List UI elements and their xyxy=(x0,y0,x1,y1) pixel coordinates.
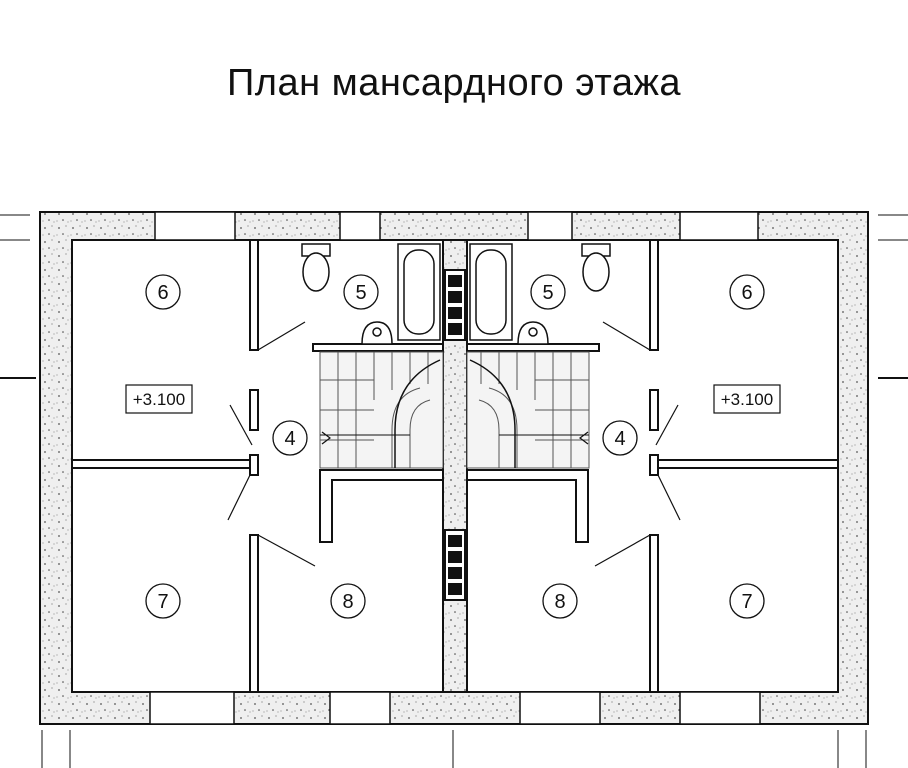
room-number-right-5: 5 xyxy=(542,282,553,304)
room-circle-left-6 xyxy=(145,274,181,310)
room-number-right-7: 7 xyxy=(741,591,752,613)
room-circle-left-8 xyxy=(330,583,366,619)
room-circle-right-4 xyxy=(602,420,638,456)
room-number-left-8: 8 xyxy=(342,591,353,613)
bathtubs xyxy=(397,243,513,341)
room-numbers: 6 5 4 7 8 5 6 4 8 7 xyxy=(157,282,752,613)
windows xyxy=(149,211,761,725)
toilets xyxy=(301,243,611,292)
room-circle-left-4 xyxy=(272,420,308,456)
partitions xyxy=(71,239,839,693)
room-number-right-4: 4 xyxy=(614,428,625,450)
exterior-walls xyxy=(39,211,869,725)
room-markers xyxy=(145,274,765,619)
level-mark-right: +3.100 xyxy=(721,390,773,409)
level-mark-left: +3.100 xyxy=(133,390,185,409)
axis-marks xyxy=(0,214,908,768)
plan-title: План мансардного этажа xyxy=(226,62,682,104)
sinks xyxy=(361,321,549,345)
room-circle-right-5 xyxy=(530,274,566,310)
room-circle-right-8 xyxy=(542,583,578,619)
room-number-right-8: 8 xyxy=(554,591,565,613)
room-number-left-7: 7 xyxy=(157,591,168,613)
room-number-left-4: 4 xyxy=(284,428,295,450)
room-number-left-5: 5 xyxy=(355,282,366,304)
room-number-right-6: 6 xyxy=(741,282,752,304)
room-number-left-6: 6 xyxy=(157,282,168,304)
central-wall xyxy=(442,239,468,693)
room-circle-right-6 xyxy=(729,274,765,310)
room-circle-left-5 xyxy=(343,274,379,310)
room-circle-right-7 xyxy=(729,583,765,619)
room-circle-left-7 xyxy=(145,583,181,619)
staircases xyxy=(319,351,590,469)
level-marks: +3.100 +3.100 xyxy=(125,384,781,414)
door-swings xyxy=(227,321,681,567)
